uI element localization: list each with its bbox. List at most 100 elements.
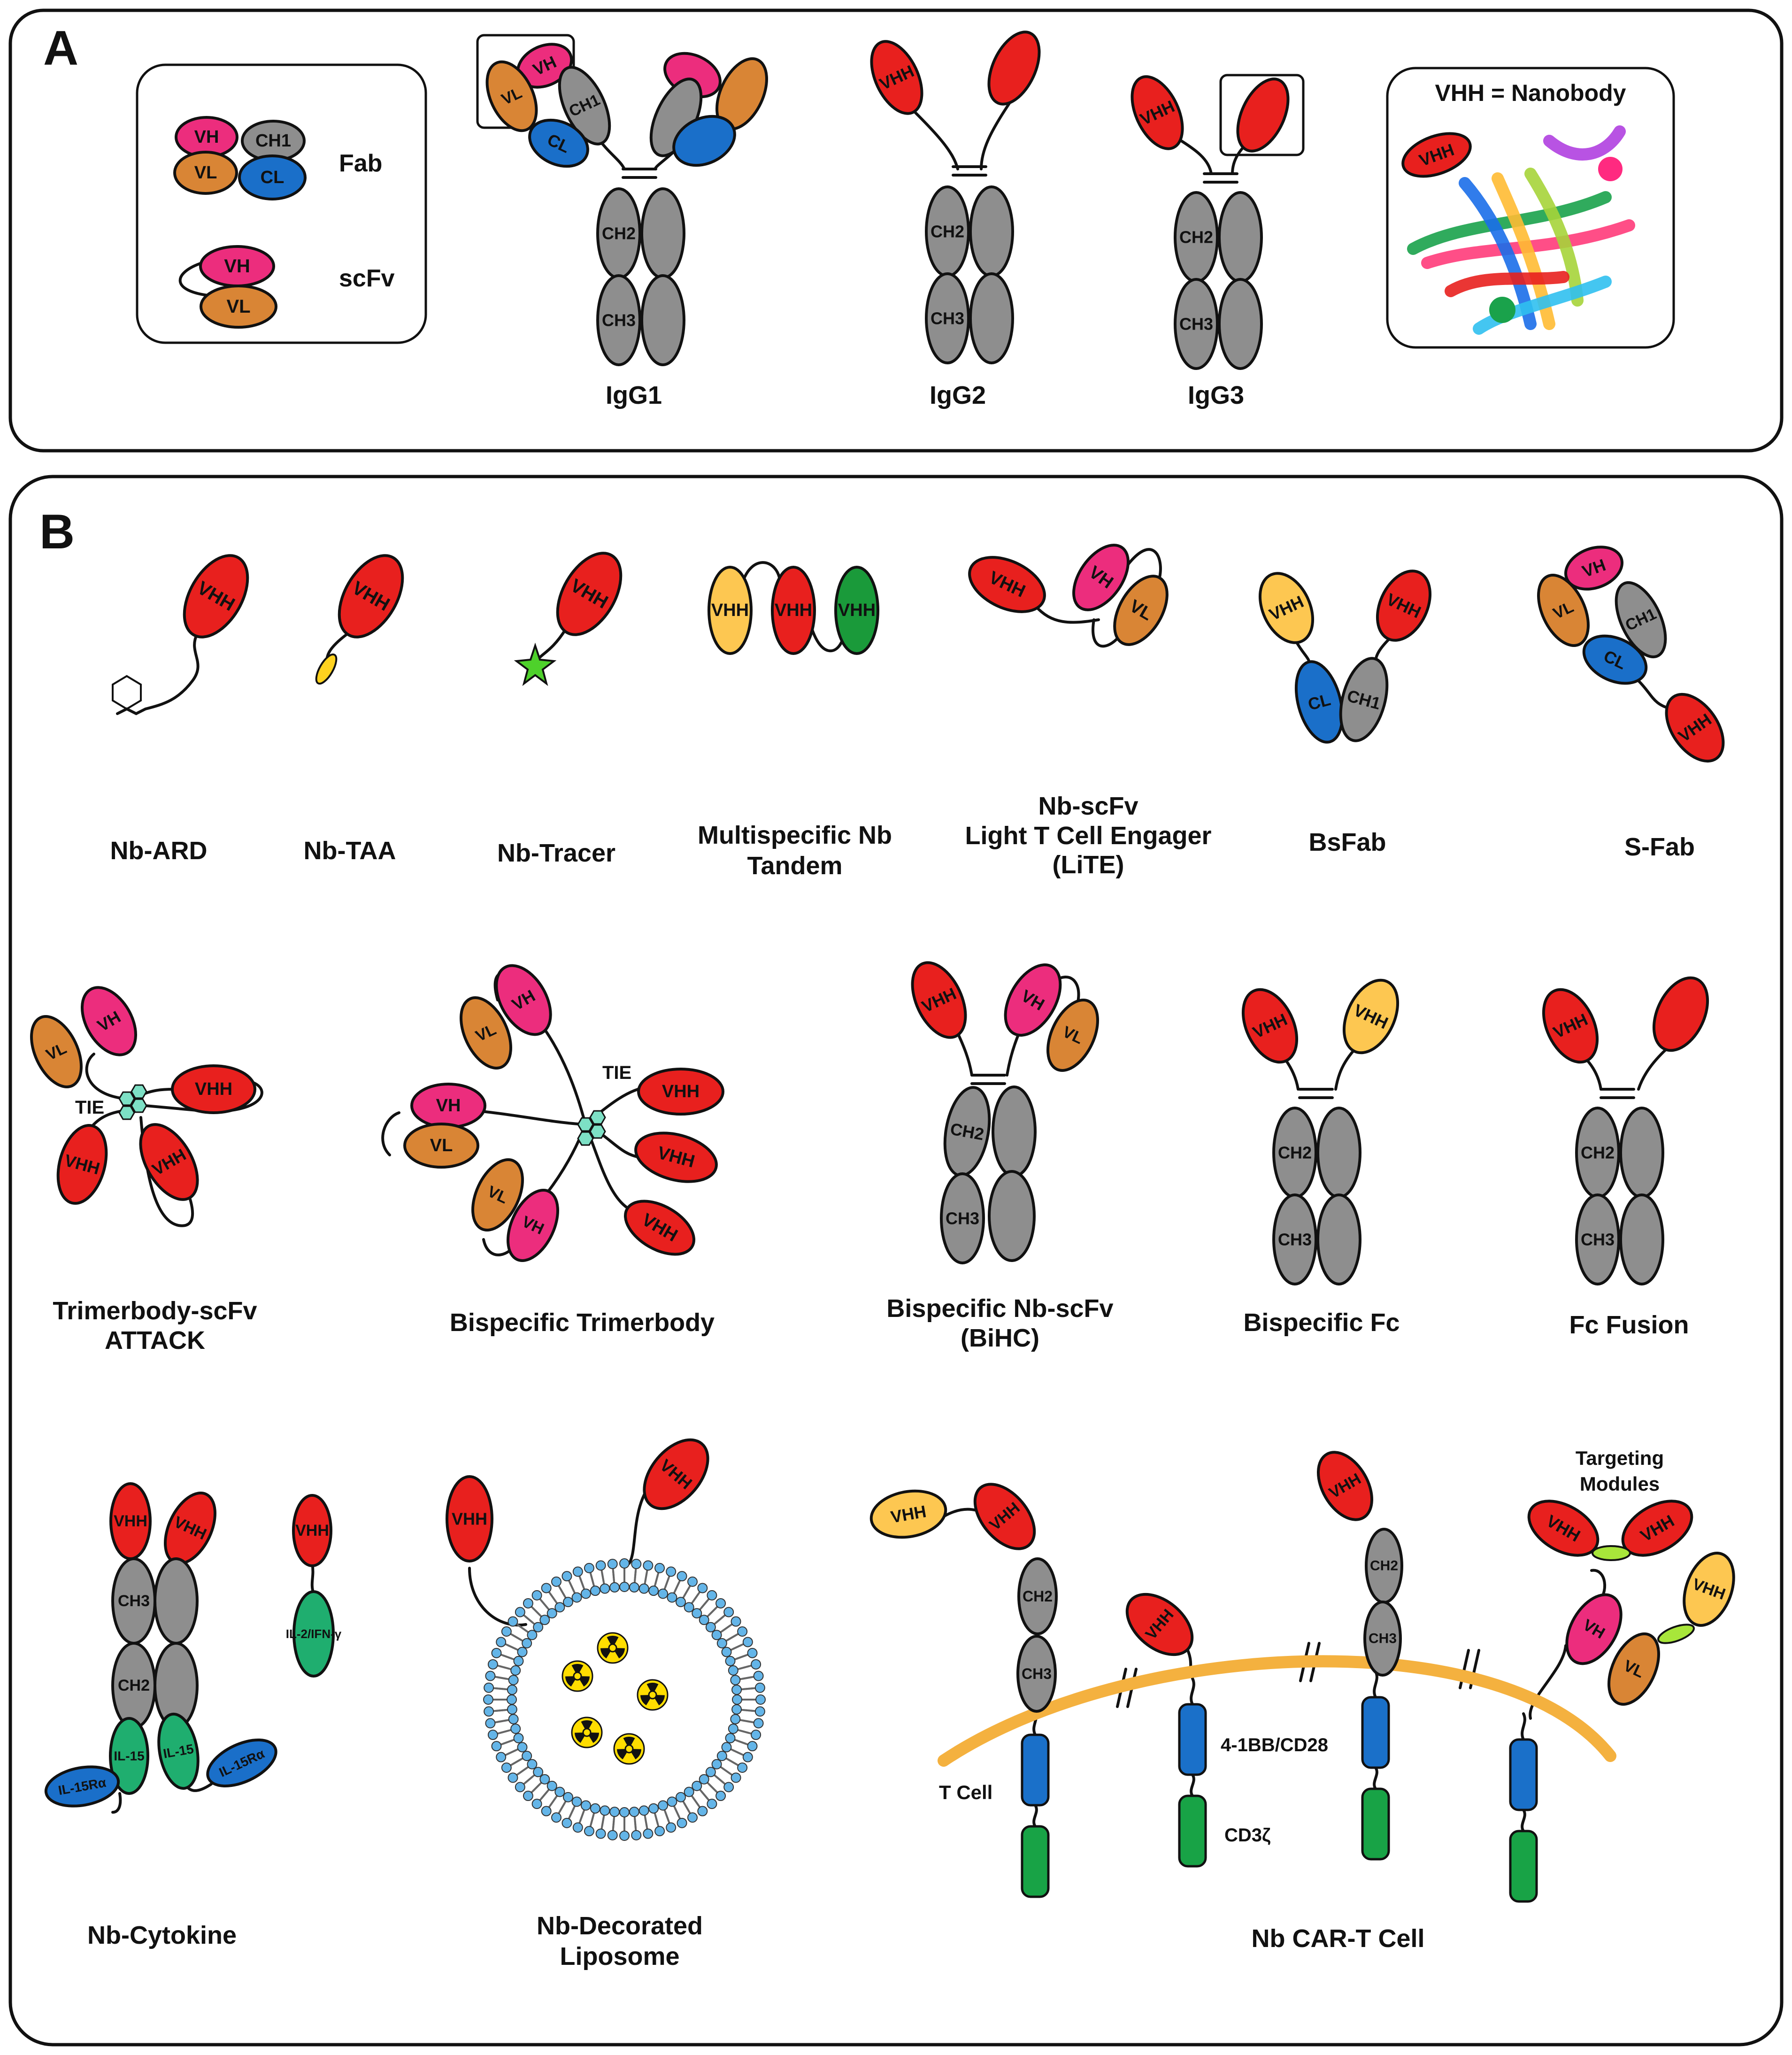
car4-costim-domain [1509,1738,1538,1811]
lipid-head [619,1558,630,1569]
cyt-il2ifn-shape [292,1590,335,1678]
panel-a-frame [8,8,1784,453]
car3-vhh-shape [1317,1451,1373,1521]
lipid-head [563,1597,573,1608]
lipid-head [755,1694,766,1705]
cyt-il15-l-shape [109,1717,149,1795]
scfv-vh-label: VH [224,256,250,277]
lipid-head [619,1582,630,1592]
bt-vl-top [460,996,512,1070]
bihc-ch3-l-label: CH3 [946,1209,979,1228]
fab-cl-label: CL [261,168,285,187]
cyt-il2-linker [310,1562,315,1595]
lipid-head [513,1733,524,1744]
lipid-head [546,1780,557,1791]
lipid-head [584,1826,594,1837]
igg2-vhh-l [870,40,923,115]
lipid-head [484,1682,494,1693]
bt-vh-mid-label: VH [436,1096,461,1116]
bihc-ch3-r-shape [988,1170,1036,1262]
tandem-vhh-green-shape [834,566,879,655]
multispecific-label-1: Multispecific Nb [698,821,892,849]
tm1-vhh-l [1527,1500,1600,1557]
lipo-vhh-l-shape [446,1475,493,1562]
tandem-vhh-green-label: VHH [838,600,876,620]
lipid-head [551,1576,561,1587]
bt-vh-top-shape [495,964,552,1036]
fab-cl [238,154,307,200]
nb-ard-vhh [183,554,249,639]
nb-ard-vhh-shape [183,554,249,639]
car1-cd3z-domain [1021,1825,1050,1898]
igg3-label: IgG3 [1188,381,1244,409]
cyt-il15-r [157,1712,200,1790]
tandem-vhh-yellow [708,566,753,655]
igg1-r-cl [672,115,736,167]
nb-tracer-label-star [514,642,557,686]
lipid-head [571,1796,582,1807]
lipo-vhh-r-shape [643,1438,709,1510]
nanobody-ribbon [1473,276,1612,335]
lipid-head [699,1774,709,1785]
lipid-head [747,1741,758,1752]
costim-label: 4-1BB/CD28 [1221,1735,1328,1755]
igg3-vhh-l-shape [1131,75,1184,150]
lipid-head [742,1637,753,1647]
car3-ch3 [1363,1601,1402,1677]
lipid-head [584,1562,594,1573]
lipid-head [711,1759,722,1770]
fab-ch1-label: CH1 [255,131,291,151]
bt-vhh-3 [624,1200,695,1256]
tandem-linker-1 [740,561,781,586]
igg1-ch2-r [640,187,685,279]
bt-vl-mid [403,1123,479,1169]
lipid-head [508,1616,518,1627]
lipid-head [607,1559,618,1570]
igg1-ch3-l [596,274,641,366]
lipid-head [561,1571,572,1582]
attack-vh [81,986,137,1056]
lipid-head [697,1806,708,1816]
lipid-head [648,1803,659,1814]
lipid-head [572,1822,583,1833]
car3-ch2-label: CH2 [1370,1558,1398,1574]
tandem-vhh-red-label: VHH [775,600,812,620]
bihc-ch3-l-shape [940,1172,985,1264]
bsfab-cl [1294,660,1344,744]
lipid-head [684,1602,694,1613]
bt-tie-hex [577,1117,594,1132]
car3-ch3-shape [1363,1601,1402,1677]
lipid-head [723,1607,734,1617]
fcf-ch2-l-label: CH2 [1581,1143,1615,1162]
nanobody-ribbon [1543,125,1626,161]
igg1-cl-shape [528,118,589,168]
bfc-vhh-l [1241,988,1299,1064]
bt-vhh-3-shape [624,1200,695,1256]
attack-vhh-1 [171,1064,256,1114]
car4-stalk-1 [1521,1712,1526,1741]
lipid-head [754,1682,765,1693]
lipid-head [527,1630,538,1640]
car4-cd3z-domain [1509,1830,1538,1903]
lipid-head [699,1615,709,1625]
bt-vhh-2-shape [634,1131,718,1183]
igg3-vhh-r-shape [1236,77,1290,153]
lite-vhh [968,556,1046,613]
multispecific-label-2: Tandem [747,852,842,880]
car2-stalk-2 [1190,1773,1195,1797]
fab-vl-shape [173,151,238,195]
tandem-vhh-green [834,566,879,655]
bt-tie-hex [589,1110,606,1125]
lipid-head [517,1647,528,1657]
bt-vl-mid-shape [403,1123,479,1169]
targeting-label-2: Modules [1580,1473,1660,1495]
lipid-head [716,1638,727,1648]
lipid-head [513,1655,524,1666]
tm2-vhh [1683,1552,1735,1627]
radiation-payload-icon [571,1716,603,1748]
radiation-payload-icon [561,1660,593,1692]
fcf-vhh-l [1542,988,1599,1064]
igg2-ch3-l-shape [925,272,970,364]
lite-linker-1 [1034,604,1100,624]
lipid-head [629,1582,639,1593]
